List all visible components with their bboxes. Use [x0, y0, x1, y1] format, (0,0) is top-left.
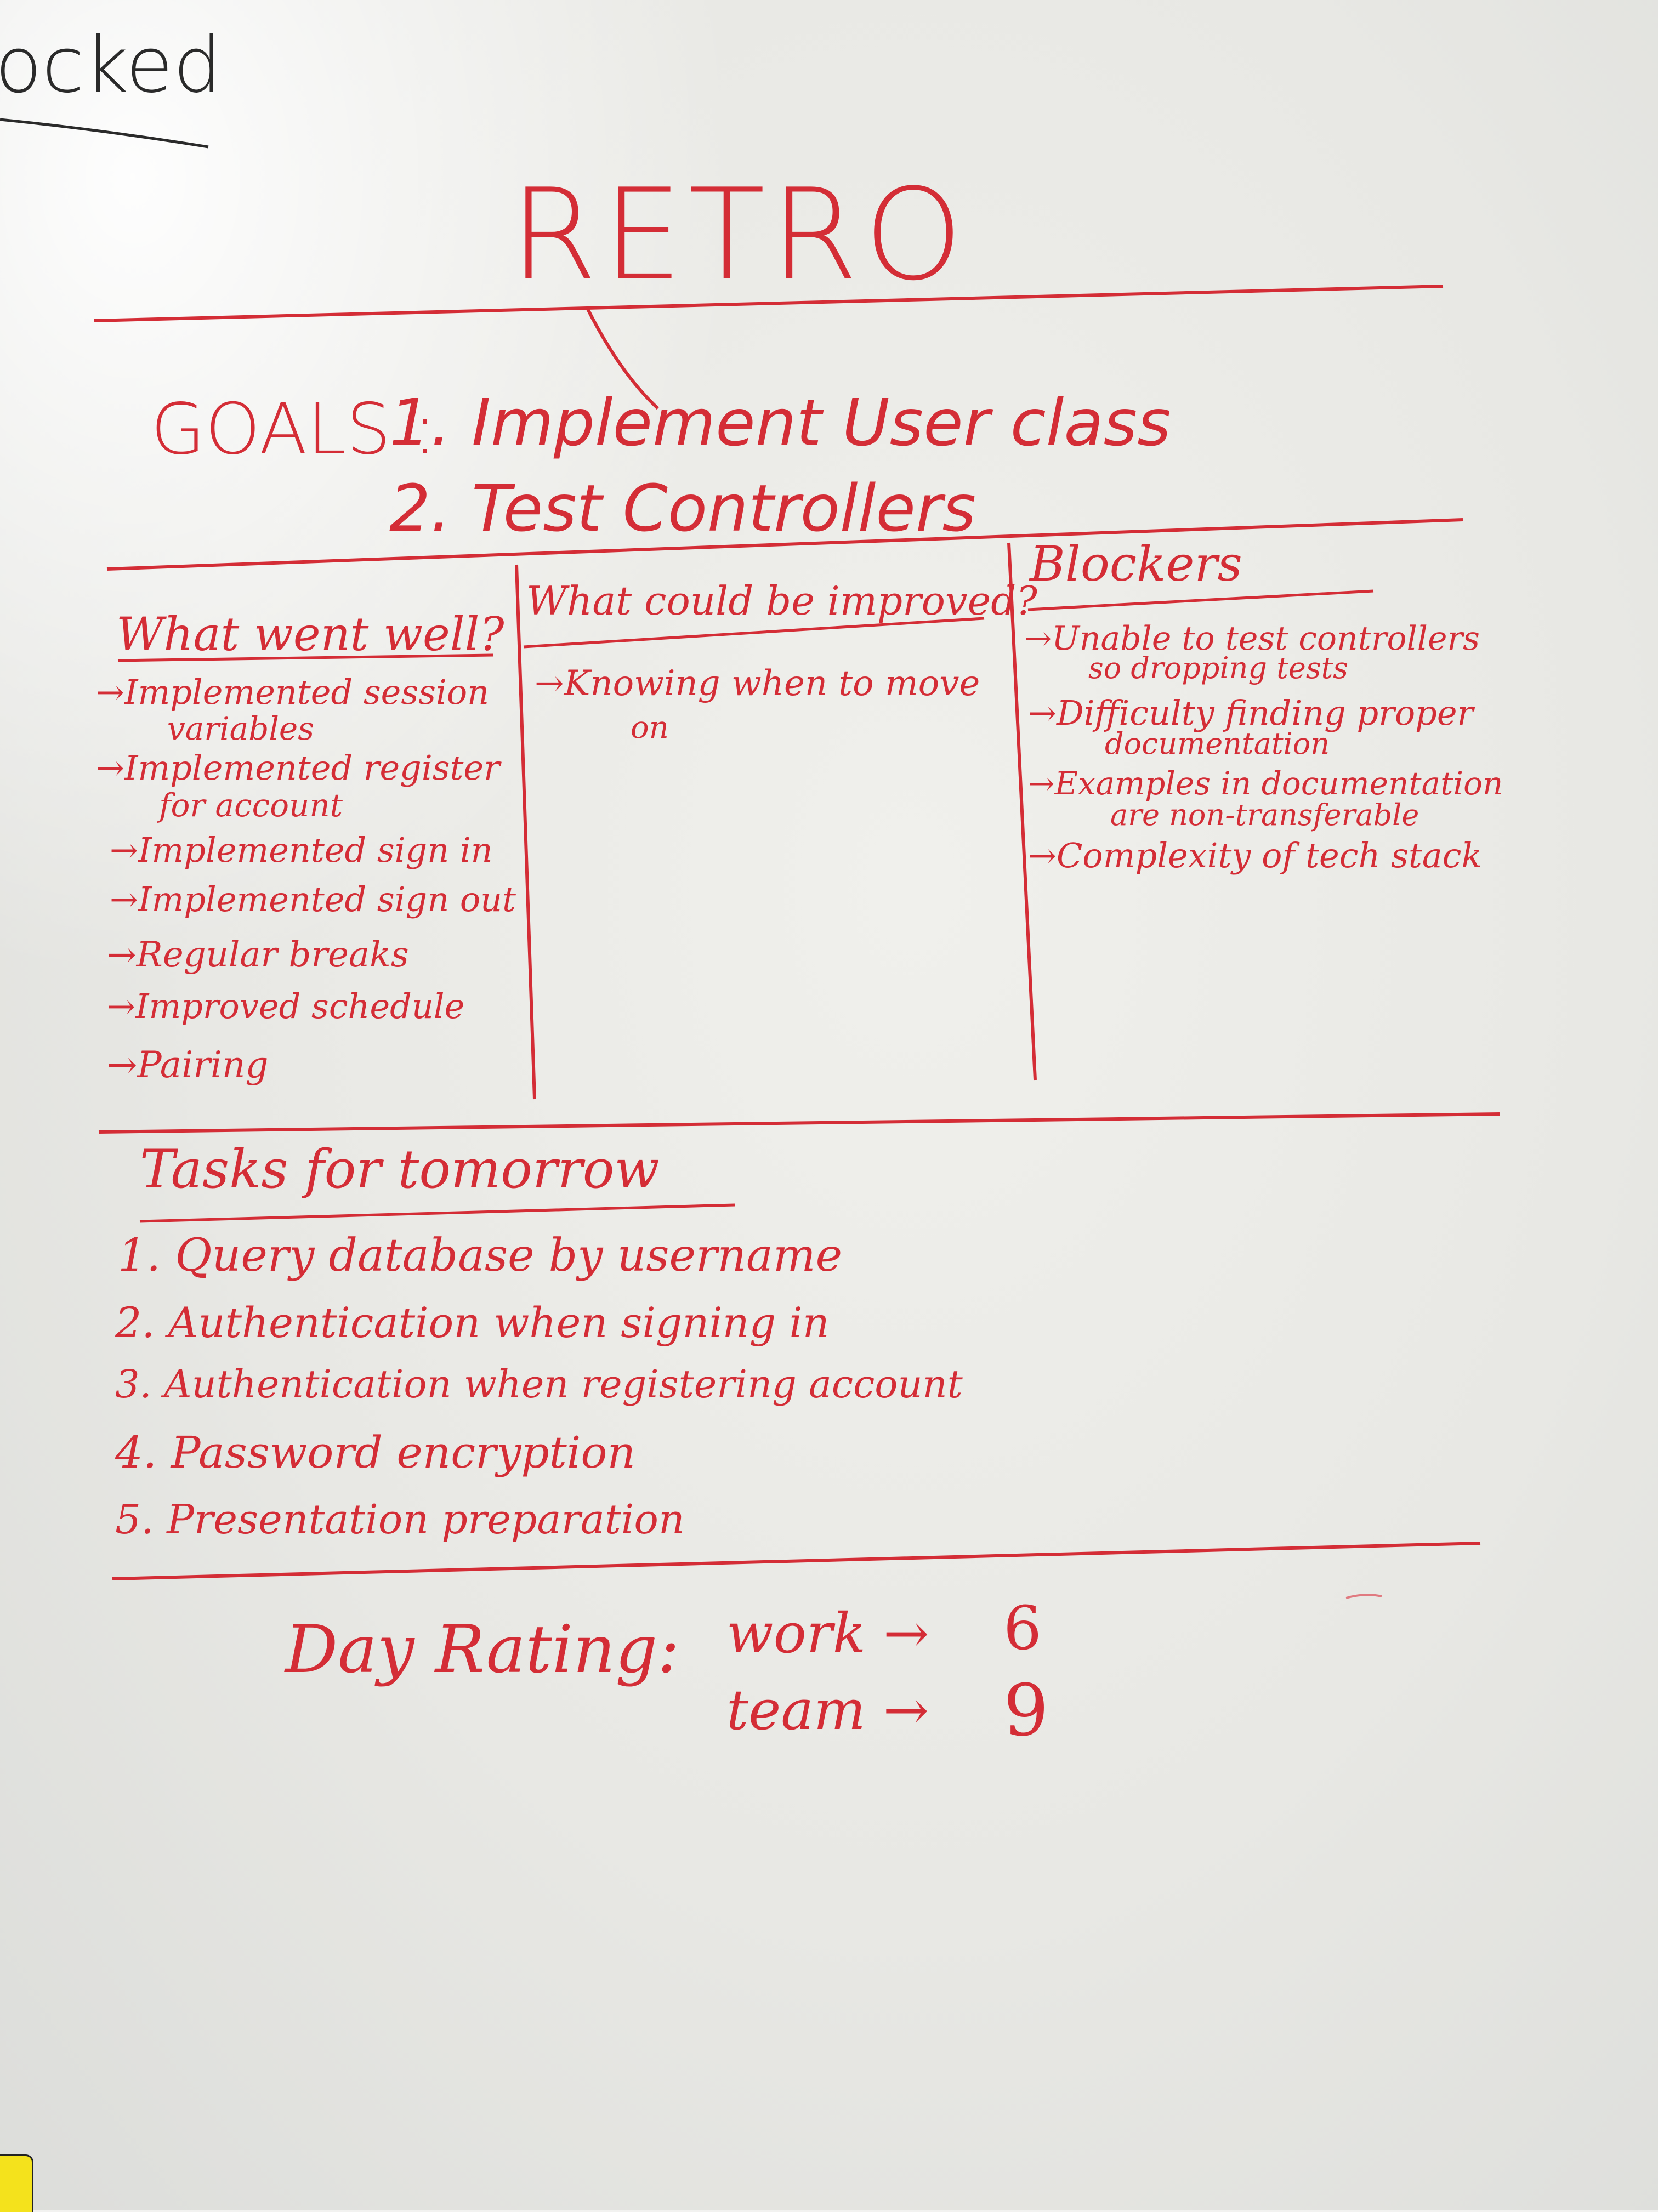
corner-underline — [0, 118, 209, 149]
task-item: 2. Authentication when signing in — [115, 1298, 830, 1347]
column-heading-improved: What could be improved? — [526, 578, 1037, 624]
col-separator-1 — [515, 564, 536, 1100]
retro-title: RETRO — [510, 162, 969, 309]
went-well-item: →Implemented register — [96, 748, 500, 788]
blocker-item: →Examples in documentation — [1028, 765, 1503, 802]
column-heading-blockers: Blockers — [1030, 536, 1242, 592]
goals-label: GOALS : — [151, 389, 437, 470]
went-well-item: variables — [167, 710, 314, 747]
goal-item-2: 2. Test Controllers — [389, 470, 976, 546]
column-heading-went-well: What went well? — [116, 607, 504, 661]
blocker-item: →Unable to test controllers — [1024, 619, 1480, 658]
went-well-item: →Implemented session — [96, 672, 490, 712]
blocker-item: documentation — [1105, 726, 1330, 761]
magnet — [0, 2154, 33, 2212]
blocker-item: →Complexity of tech stack — [1028, 835, 1483, 875]
went-well-item: →Implemented sign in — [110, 830, 493, 870]
tasks-header-underline — [139, 1203, 735, 1223]
went-well-item: →Implemented sign out — [110, 879, 516, 919]
went-well-item: for account — [159, 787, 343, 824]
blocker-item: →Difficulty finding proper — [1028, 693, 1474, 733]
col3-header-underline — [1027, 589, 1374, 611]
improved-item: on — [631, 710, 669, 746]
rating-work-value: 6 — [1003, 1593, 1042, 1663]
task-item: 5. Presentation preparation — [115, 1496, 685, 1543]
columns-divider — [98, 1112, 1500, 1134]
day-rating-label: Day Rating: — [285, 1612, 680, 1688]
corner-word: locked — [0, 21, 222, 110]
tasks-divider — [112, 1542, 1481, 1580]
rating-team-value: 9 — [1003, 1669, 1049, 1752]
board-smudge — [1345, 1594, 1382, 1599]
task-item: 3. Authentication when registering accou… — [115, 1362, 963, 1407]
went-well-item: →Regular breaks — [107, 935, 409, 975]
task-item: 1. Query database by username — [118, 1230, 843, 1282]
blocker-item: so dropping tests — [1088, 651, 1348, 685]
improved-item: →Knowing when to move — [535, 663, 980, 704]
blocker-item: are non-transferable — [1110, 798, 1419, 832]
went-well-item: →Improved schedule — [107, 986, 465, 1026]
task-item: 4. Password encryption — [115, 1427, 636, 1478]
rating-work-label: work → — [726, 1601, 929, 1665]
rating-team-label: team → — [726, 1678, 929, 1742]
goal-item-1: 1. Implement User class — [389, 385, 1171, 460]
went-well-item: →Pairing — [107, 1044, 269, 1086]
tasks-heading: Tasks for tomorrow — [140, 1139, 660, 1200]
